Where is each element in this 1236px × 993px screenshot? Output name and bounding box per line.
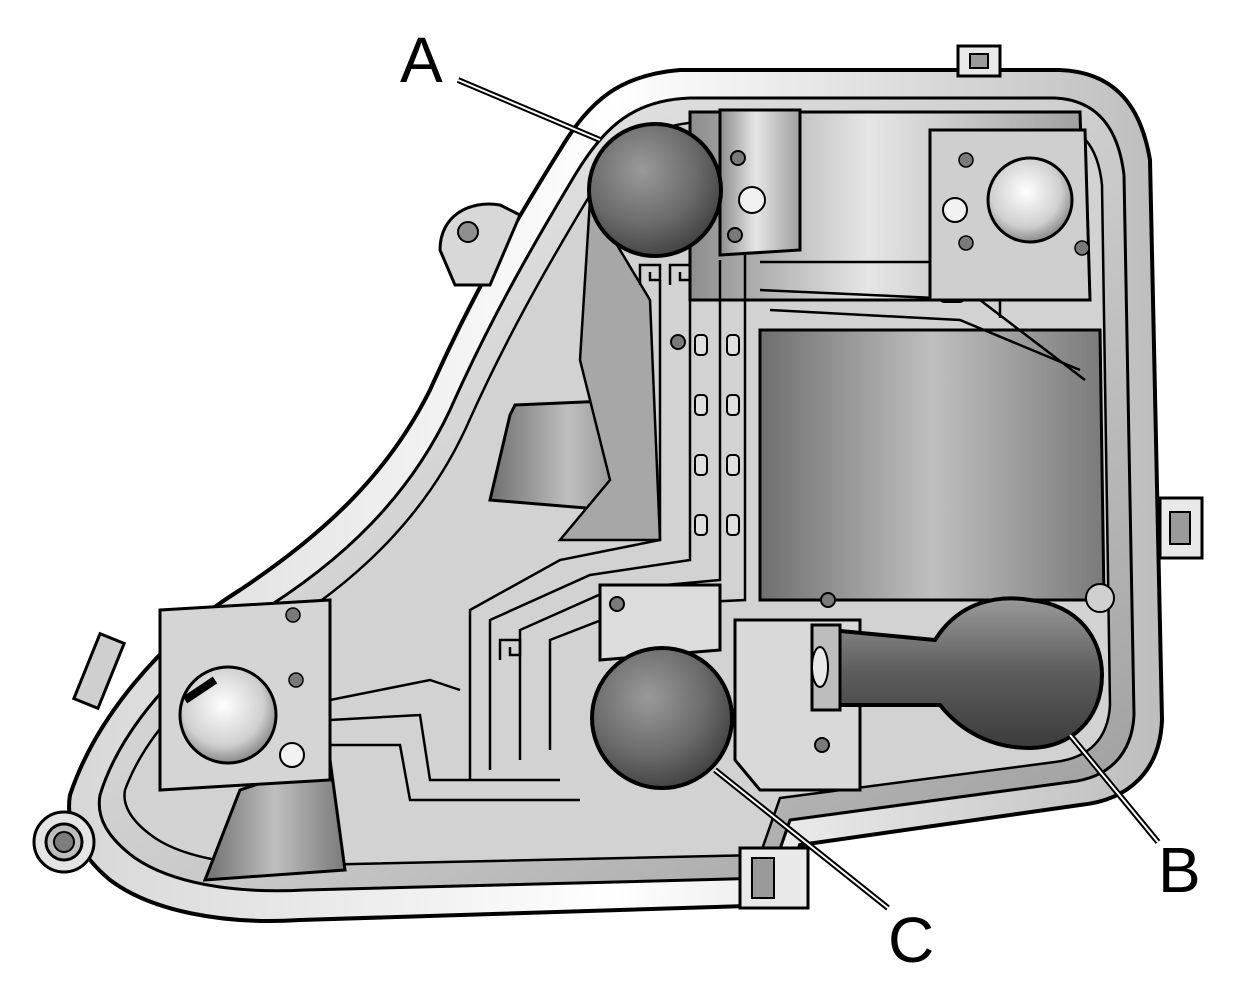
mounting-tab-left	[32, 810, 96, 874]
callout-b-label: B	[1158, 834, 1201, 906]
mounting-clip-bottom	[738, 846, 810, 910]
reflector-strip-left	[557, 195, 662, 542]
callout-c-label: C	[888, 904, 934, 976]
leader-lines	[456, 77, 1161, 911]
mounting-tab-top-left	[438, 202, 522, 287]
mounting-clip-right	[1158, 496, 1204, 560]
mounting-clip-top	[956, 44, 1002, 78]
reflector-panel-center	[758, 328, 1106, 602]
socket-top-right	[928, 128, 1092, 302]
callout-a-label: A	[400, 24, 443, 96]
mounting-rib-left	[71, 631, 127, 711]
socket-plate-lower-center	[598, 583, 722, 662]
bulb-a	[587, 122, 723, 258]
socket-lower-left	[158, 598, 332, 792]
screw-heads	[609, 150, 1115, 753]
bulb-c	[590, 646, 734, 790]
bulb-b	[810, 596, 1105, 751]
